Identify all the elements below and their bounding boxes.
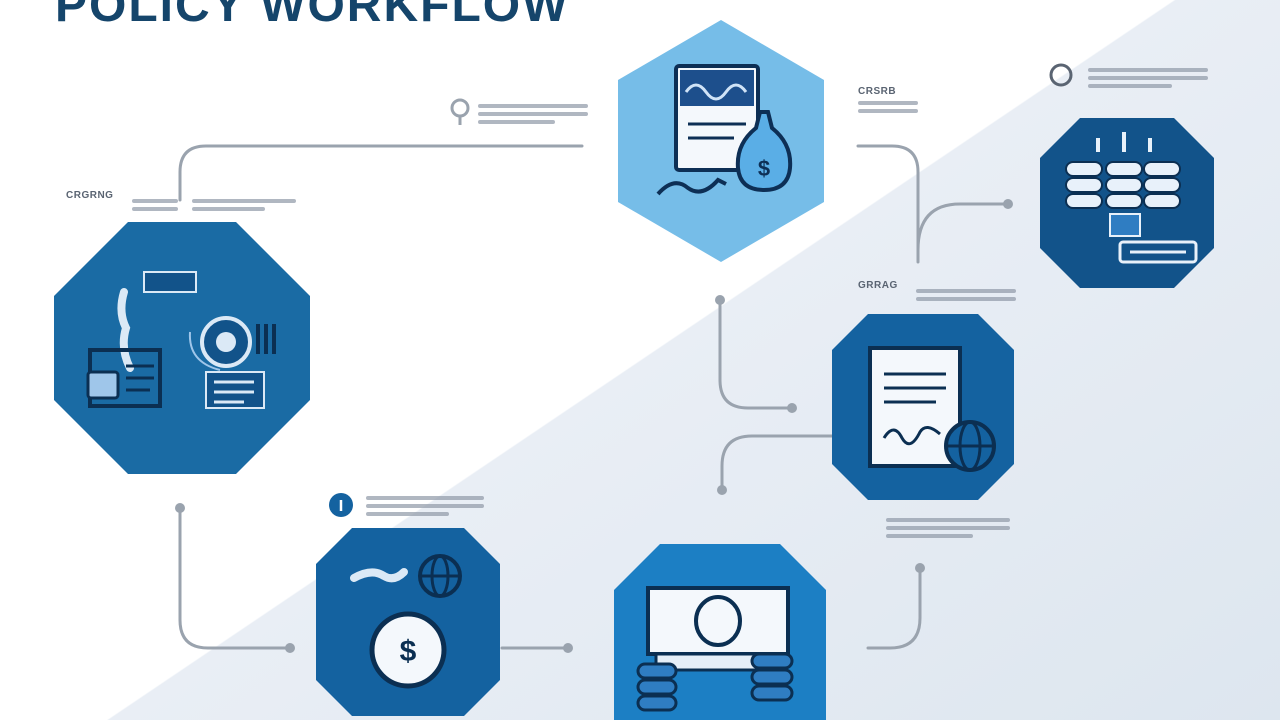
connector-to-storage [916, 202, 1010, 252]
connector-document-to-right [856, 144, 920, 264]
info-badge-icon [329, 493, 353, 517]
connector-dot [915, 563, 925, 573]
connector-dot [717, 485, 727, 495]
page-title: POLICY WORKFLOW [55, 0, 570, 32]
node-signed-contract[interactable] [832, 314, 1014, 500]
connector-assess-to-document [178, 144, 584, 202]
node-payment[interactable]: $ [316, 528, 500, 716]
connector-mid-loop [718, 298, 794, 410]
label-top-right [1088, 64, 1208, 88]
node-assessment[interactable] [54, 222, 310, 474]
connector-contract-branch [720, 434, 834, 492]
analysis-dashboard-icon [86, 271, 276, 409]
connector-dot [285, 643, 295, 653]
coin-globe-icon: $ [350, 554, 462, 689]
connector-dot [175, 503, 185, 513]
label-bottom-center [366, 492, 484, 516]
node-shape [54, 222, 310, 474]
banknote-coins-icon [636, 586, 794, 712]
node-claim-document[interactable]: $ [618, 20, 824, 262]
connector-dot [715, 295, 725, 305]
label-right-mid: GRRAG [858, 280, 1018, 301]
contract-globe-icon [868, 346, 996, 472]
node-disbursement[interactable] [614, 544, 826, 720]
connector-dot [1003, 199, 1013, 209]
location-pin-icon [450, 98, 470, 125]
label-left: CRGRNG [66, 190, 306, 211]
connector-dot [787, 403, 797, 413]
connector-disbursement-up [866, 566, 922, 650]
connector-assess-to-payment [178, 506, 292, 650]
svg-text:$: $ [400, 635, 417, 668]
connector-dot [563, 643, 573, 653]
svg-text:$: $ [758, 156, 770, 181]
label-center-top: CRSRB [858, 86, 918, 113]
label-top-left [478, 100, 588, 124]
search-magnifier-icon [1049, 63, 1073, 87]
document-money-bag-icon: $ [656, 64, 793, 196]
node-data-storage[interactable] [1040, 118, 1214, 288]
database-server-icon [1065, 132, 1198, 264]
label-bottom-right [886, 514, 1010, 538]
